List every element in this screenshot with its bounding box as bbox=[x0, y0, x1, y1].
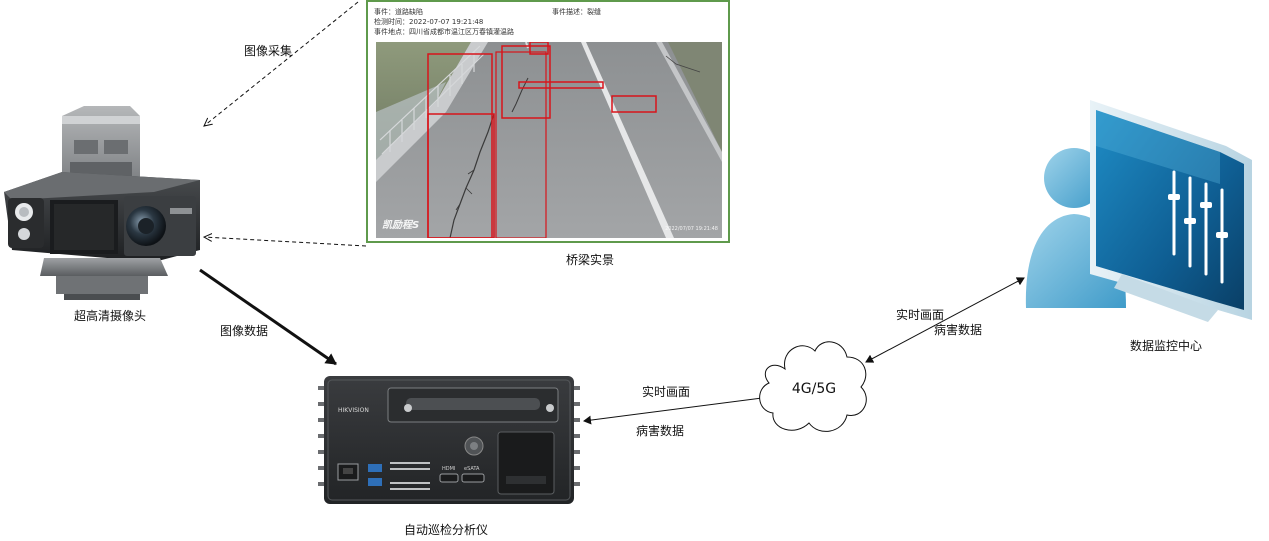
analyzer-cloud-link bbox=[583, 393, 771, 425]
analyzer-label: 自动巡检分析仪 bbox=[404, 523, 489, 537]
image-data-label: 图像数据 bbox=[220, 324, 269, 338]
realtime-label-left: 实时画面 bbox=[642, 385, 691, 399]
uhd-camera-label: 超高清摄像头 bbox=[74, 309, 147, 323]
image-capture-arrow bbox=[204, 1, 359, 126]
defect-data-label-right: 病害数据 bbox=[934, 323, 983, 337]
event-desc-text: 事件描述：裂缝 bbox=[552, 8, 601, 16]
realtime-label-right: 实时画面 bbox=[896, 308, 945, 322]
event-type-text: 事件：道路缺陷 bbox=[374, 8, 423, 16]
bridge-photo-panel: 事件：道路缺陷 事件描述：裂缝 检测时间：2022-07-07 19:21:48… bbox=[366, 0, 730, 243]
defect-data-label-left: 病害数据 bbox=[636, 424, 685, 438]
watermark-time: 2022/07/07 19:21:48 bbox=[665, 226, 718, 232]
port-hdmi-label: HDMI bbox=[442, 466, 455, 472]
monitor-center-label: 数据监控中心 bbox=[1130, 339, 1203, 353]
detect-time-text: 检测时间：2022-07-07 19:21:48 bbox=[374, 18, 484, 26]
bridge-scene-label: 桥梁实景 bbox=[566, 253, 615, 267]
port-esata-label: eSATA bbox=[464, 466, 480, 472]
auto-inspection-analyzer-illustration: HIKVISION HDMI eSATA bbox=[318, 372, 580, 510]
network-cloud: 4G/5G bbox=[755, 333, 873, 443]
image-data-arrow bbox=[199, 268, 337, 366]
image-capture-label: 图像采集 bbox=[244, 44, 293, 58]
device-brand: HIKVISION bbox=[338, 407, 369, 414]
cloud-network-label: 4G/5G bbox=[791, 381, 837, 397]
data-monitor-center-illustration bbox=[1022, 98, 1254, 324]
watermark-logo: 凯励程S bbox=[382, 220, 420, 231]
feed-arrow bbox=[204, 237, 367, 247]
event-location-text: 事件地点：四川省成都市温江区万春镇灌温路 bbox=[374, 28, 514, 36]
uhd-camera-illustration bbox=[4, 100, 200, 300]
cloud-monitor-link bbox=[865, 277, 1025, 363]
road-photo: 凯励程S 2022/07/07 19:21:48 bbox=[376, 42, 722, 238]
